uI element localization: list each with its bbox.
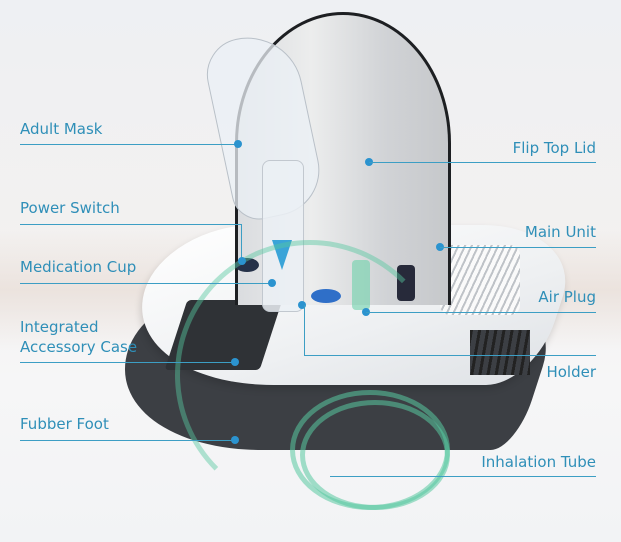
- leader-line-main-unit: [440, 247, 596, 248]
- label-holder: Holder: [546, 363, 596, 381]
- label-accessory-case-line1: Integrated: [20, 318, 99, 336]
- marker-dot-holder: [298, 301, 306, 309]
- leader-vline-power-switch: [241, 224, 242, 261]
- marker-dot-fubber-foot: [231, 436, 239, 444]
- label-main-unit: Main Unit: [524, 223, 596, 241]
- marker-dot-power-switch: [238, 257, 246, 265]
- leader-line-accessory-case: [20, 362, 235, 363]
- leader-line-inhalation-tube: [330, 476, 596, 477]
- leader-vline-holder: [304, 305, 305, 355]
- label-medication-cup: Medication Cup: [20, 258, 137, 276]
- label-inhalation-tube: Inhalation Tube: [481, 453, 596, 471]
- leader-line-power-switch: [20, 224, 241, 225]
- leader-line-fubber-foot: [20, 440, 235, 441]
- leader-line-air-plug: [366, 312, 596, 313]
- label-air-plug: Air Plug: [538, 288, 596, 306]
- label-accessory-case-line2: Accessory Case: [20, 338, 138, 356]
- marker-dot-adult-mask: [234, 140, 242, 148]
- leader-line-adult-mask: [20, 144, 238, 145]
- label-adult-mask: Adult Mask: [20, 120, 103, 138]
- label-power-switch: Power Switch: [20, 199, 120, 217]
- marker-dot-medication-cup: [268, 279, 276, 287]
- leader-line-flip-top-lid: [369, 162, 596, 163]
- label-flip-top-lid: Flip Top Lid: [512, 139, 596, 157]
- vent-grille: [440, 245, 520, 315]
- label-fubber-foot: Fubber Foot: [20, 415, 109, 433]
- lower-vent-grille: [470, 330, 530, 375]
- marker-dot-accessory-case: [231, 358, 239, 366]
- leader-line-medication-cup: [20, 283, 272, 284]
- tube-arc: [175, 240, 445, 510]
- leader-line-holder: [304, 355, 596, 356]
